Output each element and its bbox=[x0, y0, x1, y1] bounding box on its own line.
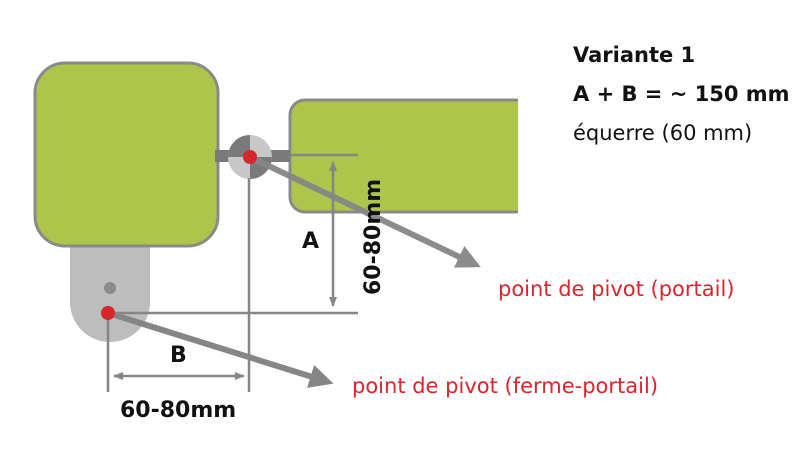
dim-b-label: 60-80mm bbox=[120, 398, 236, 423]
label-a: A bbox=[302, 229, 319, 254]
bracket-note: équerre (60 mm) bbox=[573, 121, 752, 145]
dim-a-label: 60-80mm bbox=[361, 179, 386, 295]
label-b: B bbox=[170, 343, 187, 368]
pivot-gate-dot bbox=[243, 150, 257, 164]
formula: A + B = ~ 150 mm bbox=[573, 82, 790, 106]
post bbox=[33, 61, 220, 248]
pivot-post-label: point de pivot (ferme-portail) bbox=[352, 374, 658, 398]
pivot-gate-label: point de pivot (portail) bbox=[498, 277, 734, 301]
pivot-post-dot bbox=[101, 306, 115, 320]
pivot-post-arrow bbox=[107, 310, 334, 388]
bracket-hole bbox=[104, 282, 116, 294]
pivot-gate-arrow bbox=[248, 154, 481, 268]
variant-title: Variante 1 bbox=[573, 43, 695, 67]
